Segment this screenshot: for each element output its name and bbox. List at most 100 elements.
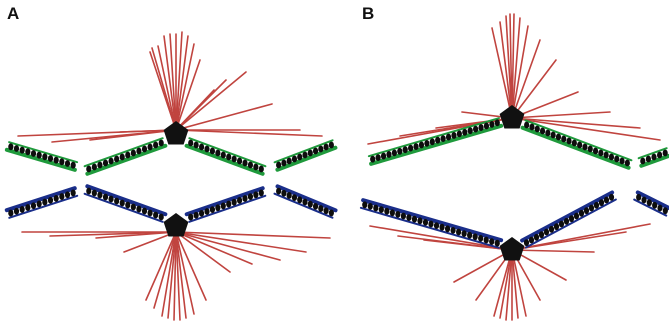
- chromatid-bead: [153, 141, 159, 149]
- chromatid-bead: [494, 239, 500, 247]
- lower-chromosome-segment: [359, 198, 504, 249]
- chromatid-bead: [651, 153, 657, 161]
- chromatid-bead: [428, 220, 434, 228]
- chromatid-bead: [395, 211, 401, 218]
- microtubule-line: [175, 129, 323, 137]
- microtubule-line: [511, 249, 595, 253]
- chromatid-bead: [102, 193, 109, 201]
- microtubule-line: [167, 231, 177, 319]
- chromatid-bead: [97, 191, 103, 199]
- microtubule-line: [89, 129, 177, 141]
- chromatid-bead: [302, 151, 308, 159]
- chromatid-bead: [397, 147, 403, 155]
- microtubule-line: [511, 17, 521, 119]
- chromatid-bead: [119, 199, 125, 207]
- microtubule-line: [175, 79, 227, 131]
- chromatid-bead: [538, 231, 545, 239]
- chromatid-bead: [435, 136, 441, 144]
- chromatid-bead: [662, 149, 668, 157]
- chromatid-bead: [188, 139, 194, 147]
- chromatid-bead: [19, 206, 25, 213]
- chromatid-bead: [373, 204, 379, 212]
- chromatid-bead: [417, 217, 423, 225]
- chromatid-bead: [433, 222, 440, 230]
- microtubule-line: [511, 249, 519, 319]
- microtubule-line: [175, 231, 195, 315]
- lower-chromosome-segment: [520, 190, 617, 249]
- chromatid-bead: [226, 200, 232, 208]
- microtubule-line: [175, 59, 201, 131]
- microtubule-line: [453, 249, 513, 283]
- chromatid-bead: [657, 204, 663, 212]
- chromatid-bead: [593, 201, 600, 209]
- chromatid-bead: [598, 149, 604, 157]
- chromatid-bead: [568, 215, 575, 223]
- chromatid-bead: [367, 203, 373, 210]
- chromatid-bead: [440, 135, 446, 143]
- chromosome-outline: [4, 147, 77, 172]
- chromatid-bead: [198, 209, 205, 217]
- chromatid-bead: [439, 223, 445, 231]
- chromosome-outline: [188, 194, 267, 223]
- chromatid-bead: [286, 157, 292, 165]
- chromatid-bead: [253, 163, 259, 171]
- chromosome-outline: [8, 194, 79, 219]
- chromatid-bead: [380, 152, 387, 160]
- top-microtubule-fan: [17, 31, 323, 143]
- chromatid-bead: [391, 149, 397, 157]
- chromosome-outline: [275, 184, 338, 213]
- chromatid-bead: [258, 165, 264, 173]
- microtubule-line: [175, 231, 207, 301]
- chromatid-bead: [483, 122, 490, 130]
- lower-chromosome-segment: [184, 186, 267, 223]
- microtubule-line: [511, 249, 527, 317]
- chromatid-bead: [307, 149, 313, 157]
- chromatid-bead: [323, 207, 329, 215]
- chromatid-bead: [215, 149, 221, 157]
- microtubule-line: [161, 231, 177, 317]
- chromatid-bead: [563, 217, 570, 225]
- chromatid-bead: [59, 158, 65, 166]
- chromatid-bead: [370, 155, 376, 163]
- chromatid-bead: [472, 233, 478, 241]
- microtubule-line: [491, 27, 513, 119]
- chromatid-bead: [86, 187, 92, 195]
- chromatid-bead: [603, 196, 610, 204]
- chromatid-bead: [553, 223, 560, 231]
- chromatid-bead: [141, 207, 148, 215]
- chromatid-bead: [406, 214, 412, 222]
- chromosome-outline: [83, 192, 164, 223]
- chromatid-bead: [608, 153, 615, 161]
- chromatid-bead: [636, 193, 642, 201]
- chromatid-bead: [209, 147, 216, 155]
- chromosome-outline: [85, 184, 168, 217]
- chromatid-bead: [523, 239, 530, 247]
- chromatid-bead: [598, 199, 605, 207]
- top-microtubule-fan: [367, 13, 661, 145]
- chromatid-bead: [302, 198, 308, 206]
- chromatid-bead: [483, 236, 489, 244]
- chromatid-bead: [400, 212, 406, 220]
- chromatid-bead: [571, 139, 577, 147]
- chromosome-outline: [635, 190, 669, 211]
- microtubule-line: [511, 13, 515, 119]
- microtubule-line: [175, 231, 187, 319]
- chromatid-bead: [384, 207, 390, 215]
- chromatid-bead: [467, 231, 473, 239]
- upper-chromosome-segment: [367, 117, 504, 166]
- chromosome-outline: [639, 153, 669, 168]
- microtubule-line: [511, 117, 661, 141]
- chromatid-bead: [462, 128, 468, 136]
- chromatid-bead: [624, 159, 630, 167]
- chromatid-bead: [533, 233, 540, 241]
- chromatid-bead: [652, 201, 658, 209]
- chromatid-bead: [125, 151, 131, 159]
- chromatid-bead: [19, 146, 25, 154]
- chromatid-bead: [378, 206, 384, 214]
- microtubule-line: [511, 25, 529, 119]
- chromatid-bead: [645, 155, 652, 163]
- lower-pole: [499, 237, 525, 261]
- microtubule-line: [95, 231, 177, 239]
- chromatid-bead: [30, 150, 37, 157]
